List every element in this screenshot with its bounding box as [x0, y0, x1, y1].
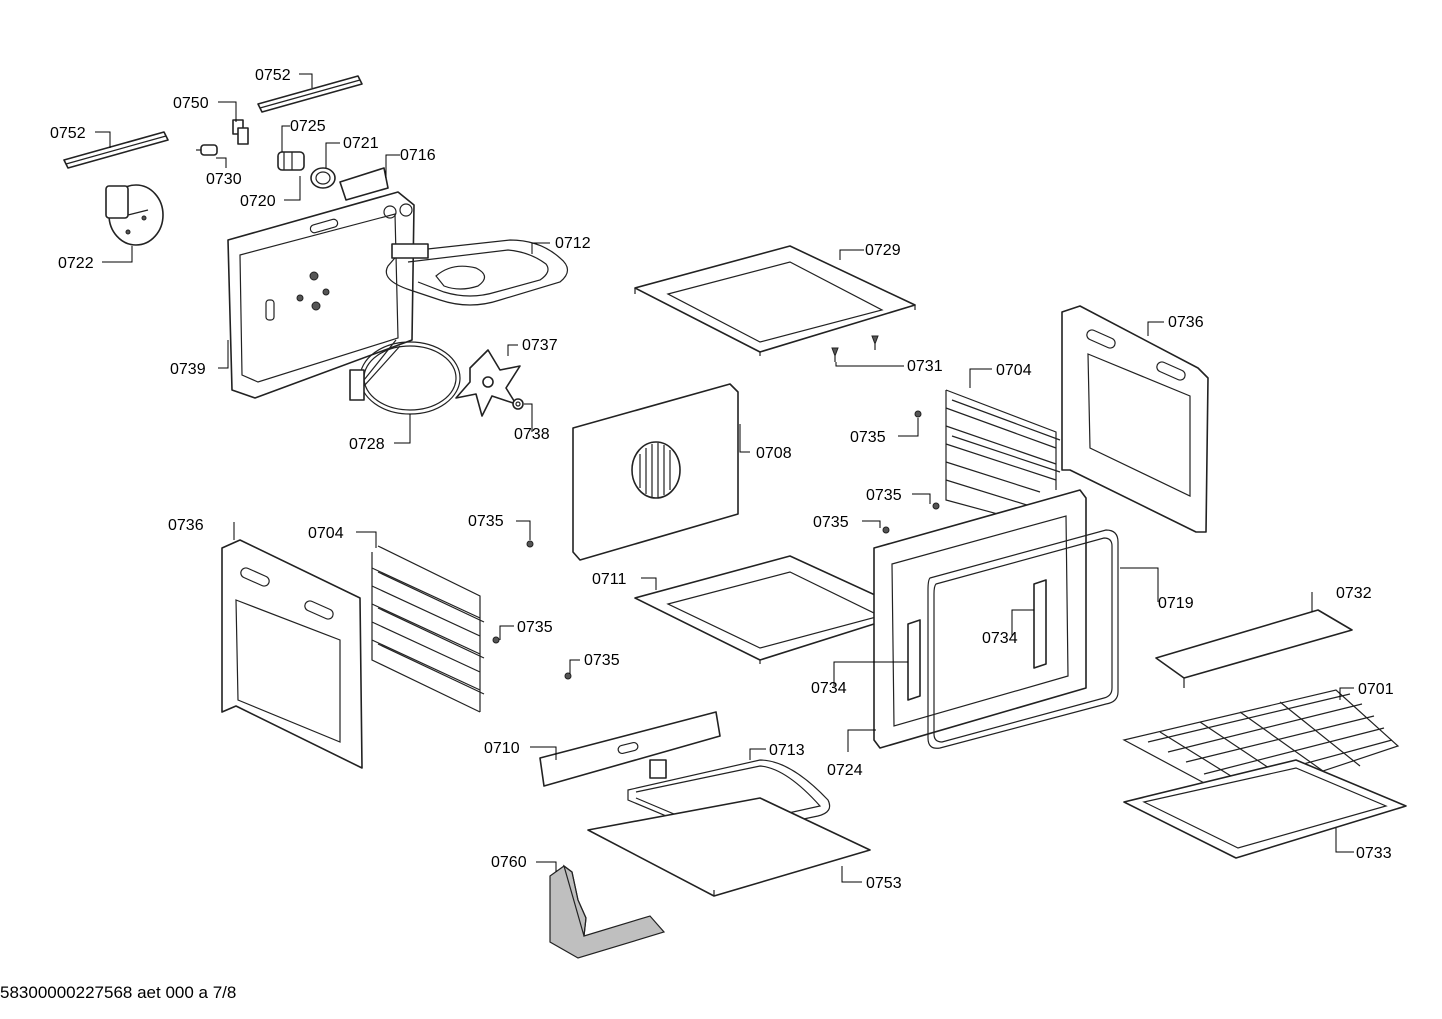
part-0716-lamp-bracket: [339, 167, 389, 201]
part-0719-door-seal: [927, 529, 1119, 749]
label-0750: 0750: [173, 95, 209, 112]
label-0721: 0721: [343, 135, 379, 152]
part-0732-deflector: [1155, 609, 1353, 688]
label-0736-right: 0736: [1168, 314, 1204, 331]
part-0752-bracket-top: [257, 75, 363, 113]
part-0725-lamp-holder: [277, 151, 305, 171]
part-0752-bracket-left: [63, 131, 169, 169]
label-0713: 0713: [769, 742, 805, 759]
part-0728-circular-heater: [349, 339, 461, 415]
part-0736-side-panel-right: [1061, 305, 1209, 533]
part-0710-bottom-bracket: [539, 711, 721, 787]
leader-lines: [95, 73, 1354, 883]
label-0733: 0733: [1356, 845, 1392, 862]
part-0734-hinge-right: [1033, 579, 1047, 669]
label-0735-d: 0735: [813, 514, 849, 531]
label-0735-a: 0735: [468, 513, 504, 530]
label-0735-c: 0735: [866, 487, 902, 504]
label-0753: 0753: [866, 875, 902, 892]
label-0752-top: 0752: [255, 67, 291, 84]
part-0704-shelf-rails-right: [945, 389, 1061, 521]
label-0725: 0725: [290, 118, 326, 135]
part-0733-baking-tray: [1123, 759, 1407, 859]
label-0730: 0730: [206, 171, 242, 188]
label-0737: 0737: [522, 337, 558, 354]
part-0729-top-panel: [634, 245, 916, 356]
part-0739-rear-panel: [227, 191, 415, 399]
label-0708: 0708: [756, 445, 792, 462]
label-0734-left: 0734: [811, 680, 847, 697]
label-0712: 0712: [555, 235, 591, 252]
part-0704-shelf-rails-left: [371, 545, 485, 713]
label-0736-left: 0736: [168, 517, 204, 534]
label-0704-right: 0704: [996, 362, 1032, 379]
part-0701-wire-rack: [1122, 689, 1400, 801]
part-0737-fan-blade: [455, 349, 521, 417]
label-0720: 0720: [240, 193, 276, 210]
label-0701: 0701: [1358, 681, 1394, 698]
label-0734-right: 0734: [982, 630, 1018, 647]
part-0721-lamp-cover: [310, 167, 336, 189]
part-0735-screws: [492, 410, 940, 680]
part-0738-nut: [512, 398, 524, 410]
part-0711-bottom-panel: [634, 555, 913, 664]
label-0732: 0732: [1336, 585, 1372, 602]
label-0716: 0716: [400, 147, 436, 164]
document-reference: 58300000227568 aet 000 a 7/8: [0, 983, 236, 1002]
label-0722: 0722: [58, 255, 94, 272]
label-0704-left: 0704: [308, 525, 344, 542]
part-0708-back-wall: [572, 383, 739, 561]
part-0722-fan-motor: [105, 184, 164, 246]
label-0735-e: 0735: [517, 619, 553, 636]
part-0750-clip: [232, 119, 249, 145]
label-0711: 0711: [592, 571, 627, 588]
part-0730-thermostat: [196, 144, 218, 156]
part-0753-heat-shield: [587, 797, 871, 897]
label-0710: 0710: [484, 740, 520, 757]
label-0724: 0724: [827, 762, 863, 779]
part-0736-side-panel-left: [221, 539, 363, 769]
part-0760-insulation: [549, 864, 666, 959]
label-0739: 0739: [170, 361, 206, 378]
part-0712-top-heater: [385, 239, 569, 306]
part-labels: 0752 0752 0750 0725 0721 0716 0730 0720 …: [50, 67, 1394, 892]
part-0724-front-frame: [873, 489, 1087, 749]
part-0731-screws: [831, 335, 879, 362]
label-0731: 0731: [907, 358, 943, 375]
part-0734-hinge-left: [907, 619, 921, 701]
label-0752-left: 0752: [50, 125, 86, 142]
label-0719: 0719: [1158, 595, 1194, 612]
label-0735-b: 0735: [850, 429, 886, 446]
label-0738: 0738: [514, 426, 550, 443]
label-0760: 0760: [491, 854, 527, 871]
label-0729: 0729: [865, 242, 901, 259]
label-0735-f: 0735: [584, 652, 620, 669]
label-0728: 0728: [349, 436, 385, 453]
